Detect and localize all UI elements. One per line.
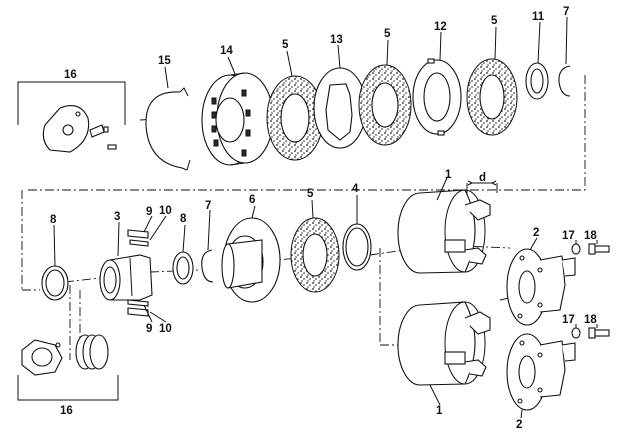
leader-lines — [53, 16, 598, 419]
part-15-snap-ring — [145, 87, 191, 171]
part-2-flange-yoke-top — [506, 248, 576, 326]
part-3-splined-sleeve — [99, 254, 153, 301]
part-9-10-keys-bottom — [127, 299, 149, 317]
callout-9-top: 9 — [146, 206, 152, 218]
callout-1-bottom: 1 — [436, 405, 443, 417]
callout-4: 4 — [352, 183, 359, 195]
part-8-ring-left — [41, 265, 69, 301]
dimension-d: d — [479, 172, 486, 184]
part-7-circlip-mid — [201, 249, 214, 283]
callout-5-a: 5 — [282, 39, 289, 51]
callout-7-top: 7 — [563, 6, 569, 18]
callout-16-top: 16 — [64, 69, 77, 81]
part-17-18-bolt-bottom — [571, 327, 610, 339]
callout-13: 13 — [330, 34, 343, 46]
part-5-friction-disc-a — [266, 75, 324, 161]
callout-10-top: 10 — [159, 205, 172, 217]
callout-12: 12 — [434, 21, 447, 33]
part-14-clutch-pack — [201, 72, 274, 166]
callout-17-top: 17 — [562, 230, 575, 242]
bottom-spring-coil — [75, 334, 109, 370]
callout-6: 6 — [249, 194, 255, 206]
part-5-friction-disc-c — [466, 58, 518, 136]
callout-8-mid: 8 — [180, 213, 187, 225]
kit-16-top-bracket — [17, 81, 126, 153]
part-4-ring — [342, 223, 372, 271]
callout-17-bottom: 17 — [562, 314, 575, 326]
callout-1-top: 1 — [445, 169, 452, 181]
part-2-flange-yoke-bottom — [506, 333, 576, 411]
part-7-circlip-top — [558, 65, 571, 97]
part-8-ring-mid — [172, 251, 194, 285]
callout-2-bottom: 2 — [516, 419, 522, 431]
part-1-clutch-drum-bottom — [397, 301, 491, 386]
part-5-friction-disc-d — [290, 217, 340, 293]
callout-3: 3 — [114, 211, 120, 223]
callout-5-b: 5 — [384, 28, 391, 40]
kit-16-bottom — [17, 334, 119, 401]
callout-15: 15 — [158, 55, 171, 67]
part-9-10-keys-top — [127, 229, 149, 247]
callout-18-bottom: 18 — [584, 314, 597, 326]
part-12-pressure-plate — [412, 58, 462, 136]
callout-8-left: 8 — [50, 214, 57, 226]
callout-2-top: 2 — [533, 227, 539, 239]
part-5-friction-disc-b — [358, 64, 412, 146]
callout-9-bottom: 9 — [146, 323, 152, 335]
callout-16-bottom: 16 — [60, 405, 73, 417]
part-11-ring — [525, 62, 549, 100]
callout-7-mid: 7 — [205, 200, 211, 212]
callout-5-c: 5 — [491, 15, 498, 27]
callout-11: 11 — [532, 11, 545, 23]
part-6-hub-flange — [221, 217, 281, 303]
part-13-steel-plate — [313, 67, 367, 149]
part-17-18-bolt-top — [571, 243, 610, 255]
callout-labels: 16 15 14 5 13 5 12 5 11 7 1 d 8 3 9 10 8… — [50, 6, 597, 431]
callout-14: 14 — [220, 45, 233, 57]
callout-18-top: 18 — [584, 230, 597, 242]
callout-5-d: 5 — [307, 188, 314, 200]
callout-10-bottom: 10 — [159, 323, 172, 335]
part-1-clutch-drum-top — [397, 189, 491, 274]
